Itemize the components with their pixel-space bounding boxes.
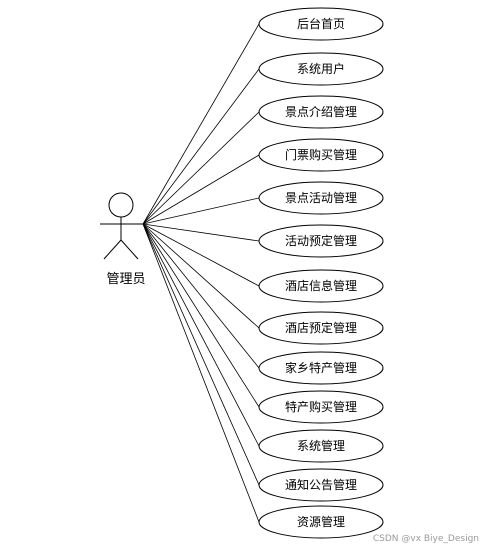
- association-line: [142, 223, 260, 369]
- use-case-ellipse: [258, 505, 384, 539]
- use-case-label: 特产购买管理: [285, 399, 357, 414]
- association-line: [142, 111, 260, 225]
- watermark: CSDN @vx Biye_Design: [372, 534, 479, 544]
- use-case-label: 后台首页: [297, 16, 345, 31]
- use-case: 酒店信息管理: [258, 269, 384, 303]
- association-line: [142, 223, 260, 408]
- use-case: 后台首页: [258, 7, 384, 41]
- use-case-label: 通知公告管理: [285, 477, 357, 492]
- use-case-label: 酒店预定管理: [285, 320, 357, 335]
- use-case: 活动预定管理: [258, 224, 384, 258]
- association-line: [142, 223, 260, 242]
- use-case-label: 资源管理: [297, 514, 345, 529]
- use-case-list: 后台首页系统用户景点介绍管理门票购买管理景点活动管理活动预定管理酒店信息管理酒店…: [258, 7, 384, 539]
- use-case-ellipse: [258, 224, 384, 258]
- use-case-ellipse: [258, 138, 384, 172]
- use-case-label: 景点活动管理: [285, 190, 357, 205]
- use-case-ellipse: [258, 269, 384, 303]
- use-case-label: 酒店信息管理: [285, 278, 357, 293]
- use-case: 资源管理: [258, 505, 384, 539]
- association-line: [142, 23, 260, 225]
- use-case-ellipse: [258, 95, 384, 129]
- association-line: [142, 68, 260, 225]
- association-line: [142, 223, 260, 329]
- use-case-ellipse: [258, 390, 384, 424]
- use-case-ellipse: [258, 429, 384, 463]
- use-case: 通知公告管理: [258, 468, 384, 502]
- use-case: 景点活动管理: [258, 181, 384, 215]
- use-case-ellipse: [258, 468, 384, 502]
- use-case: 系统用户: [258, 52, 384, 86]
- use-case-ellipse: [258, 7, 384, 41]
- actor-head: [108, 192, 134, 218]
- use-case-label: 系统管理: [297, 438, 345, 453]
- use-case-label: 家乡特产管理: [285, 360, 357, 375]
- actor-label: 管理员: [106, 272, 145, 287]
- association-line: [142, 223, 260, 523]
- use-case-label: 活动预定管理: [285, 233, 357, 248]
- use-case: 景点介绍管理: [258, 95, 384, 129]
- use-case-ellipse: [258, 351, 384, 385]
- use-case-label: 门票购买管理: [285, 147, 357, 162]
- actor-figure: 管理员: [100, 192, 146, 287]
- use-case-label: 系统用户: [297, 61, 345, 76]
- association-line: [142, 223, 260, 447]
- association-line: [142, 223, 260, 486]
- association-line: [142, 197, 260, 225]
- use-case: 特产购买管理: [258, 390, 384, 424]
- use-case: 家乡特产管理: [258, 351, 384, 385]
- use-case-ellipse: [258, 311, 384, 345]
- actor-right-leg: [120, 239, 139, 260]
- use-case-ellipse: [258, 181, 384, 215]
- use-case-label: 景点介绍管理: [285, 104, 357, 119]
- use-case: 系统管理: [258, 429, 384, 463]
- use-case-ellipse: [258, 52, 384, 86]
- use-case: 酒店预定管理: [258, 311, 384, 345]
- use-case: 门票购买管理: [258, 138, 384, 172]
- association-line: [142, 223, 260, 287]
- actor-left-leg: [103, 239, 122, 260]
- association-lines: [142, 23, 260, 523]
- association-line: [142, 154, 260, 225]
